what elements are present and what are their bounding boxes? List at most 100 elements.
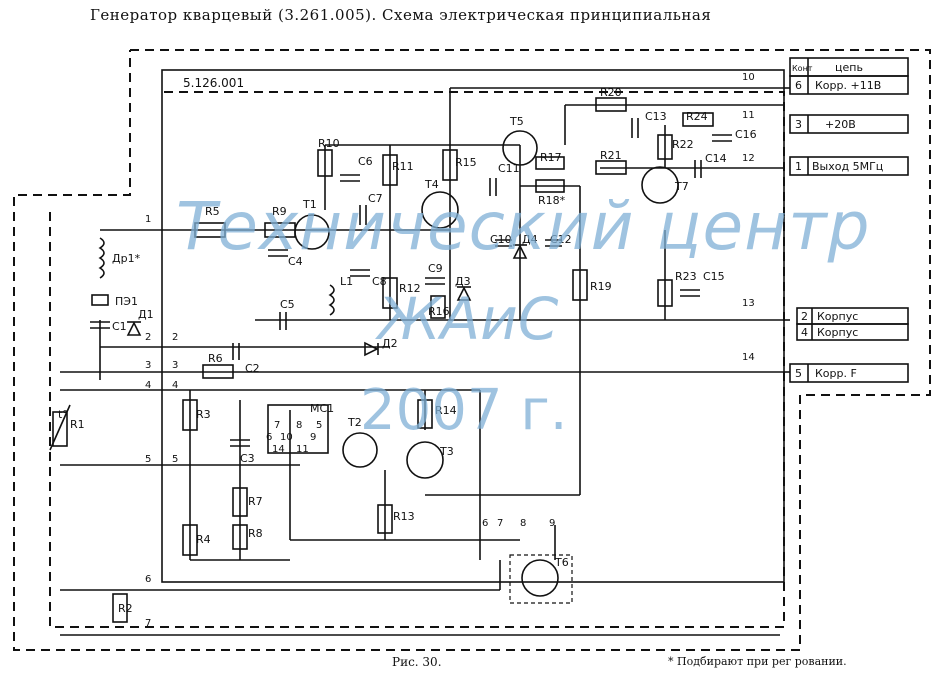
label-c8: C8: [372, 275, 387, 288]
figure-caption: Рис. 30.: [392, 655, 442, 669]
pin-number: 5: [172, 454, 178, 465]
pin-number: 3: [145, 360, 151, 371]
diagram-title: Генератор кварцевый (3.261.005). Схема э…: [90, 6, 712, 24]
pin-number: 6: [482, 518, 488, 529]
inductors: [91, 237, 335, 316]
label-r15: R15: [455, 156, 477, 169]
pin-number: 5: [145, 454, 151, 465]
label-r3: R3: [196, 408, 211, 421]
pin-number: 4: [172, 380, 178, 391]
label-c3: C3: [240, 452, 255, 465]
thermistor-mark: [49, 404, 71, 451]
pin-number: 10: [280, 432, 293, 443]
pin-number: 14: [742, 352, 755, 363]
label-t6: T6: [554, 556, 569, 569]
pin-number: 7: [274, 420, 280, 431]
pin-number: 11: [742, 110, 755, 121]
table-contact-2: 1: [795, 160, 802, 173]
pin-number: 6: [266, 432, 272, 443]
label-r19: R19: [590, 280, 612, 293]
board-frame: [161, 69, 785, 583]
pin-number: 3: [172, 360, 178, 371]
label-dr1: Др1*: [112, 252, 141, 265]
label-c1: C1: [112, 320, 127, 333]
label-c13: C13: [645, 110, 667, 123]
table-circuit-0: Корр. +11В: [815, 79, 881, 92]
table-contact-4: 4: [801, 326, 808, 339]
label-r20: R20: [600, 86, 622, 99]
transistors: [294, 130, 679, 604]
wiring: [60, 87, 790, 636]
pin-number: 4: [145, 380, 151, 391]
label-r1: R1: [70, 418, 85, 431]
pin-number: 9: [549, 518, 555, 529]
label-d4: Д4: [522, 233, 538, 246]
label-c15: C15: [703, 270, 725, 283]
board-outline: [49, 91, 785, 628]
label-d1: Д1: [138, 308, 154, 321]
label-r2: R2: [118, 602, 133, 615]
label-t7: T7: [674, 180, 689, 193]
label-r14: R14: [435, 404, 457, 417]
label-pe1: ПЭ1: [115, 295, 138, 308]
pin-number: 6: [145, 574, 151, 585]
label-t1: T1: [302, 198, 317, 211]
label-c16: C16: [735, 128, 757, 141]
pin-number: 13: [742, 298, 755, 309]
pin-number: 7: [497, 518, 503, 529]
table-header-circuit: цепь: [835, 61, 863, 74]
label-c4: C4: [288, 255, 303, 268]
label-mc1: МС1: [310, 402, 334, 415]
table-circuit-1: +20В: [825, 118, 856, 131]
pin-number: 8: [296, 420, 302, 431]
pin-number: 2: [145, 332, 151, 343]
label-r21: R21: [600, 149, 622, 162]
watermark-line-3: 2007 г.: [360, 378, 568, 443]
label-r17: R17: [540, 151, 562, 164]
label-t3: T3: [439, 445, 454, 458]
pin-number: 10: [742, 72, 755, 83]
table-contact-3: 2: [801, 310, 808, 323]
label-c12: C12: [550, 233, 572, 246]
label-r8: R8: [248, 527, 263, 540]
label-r12: R12: [399, 282, 421, 295]
label-c2: C2: [245, 362, 260, 375]
table-circuit-2: Выход 5МГц: [812, 160, 883, 173]
label-c7: C7: [368, 192, 383, 205]
pin-number: 9: [310, 432, 316, 443]
label-r4: R4: [196, 533, 211, 546]
table-circuit-3: Корпус: [817, 310, 858, 323]
table-contact-5: 5: [795, 367, 802, 380]
table-contact-0: 6: [795, 79, 802, 92]
capacitors: [90, 118, 732, 447]
label-l1: L1: [340, 275, 353, 288]
label-r23: R23: [675, 270, 697, 283]
pin-number: 12: [742, 153, 755, 164]
label-d3: Д3: [455, 275, 471, 288]
ic-mc1: [267, 404, 329, 454]
label-r13: R13: [393, 510, 415, 523]
component-labels: R5 R9 T1 R10 C6 R11 C7 C4 L1 C8 R12 C5 Д…: [58, 86, 757, 615]
label-r24: R24: [686, 110, 708, 123]
table-circuit-4: Корпус: [817, 326, 858, 339]
label-r22: R22: [672, 138, 694, 151]
pin-number: 5: [316, 420, 322, 431]
watermark-line-1: Технический центр: [176, 188, 871, 265]
document-number: 5.126.001: [183, 76, 245, 90]
footnote: * Подбирают при рег ровании.: [668, 655, 847, 668]
label-d2: Д2: [382, 337, 398, 350]
table-header-contact: Конт: [792, 64, 813, 73]
connector-table: [789, 57, 909, 383]
diodes: [126, 244, 528, 357]
watermark-line-2: ЖАиС: [378, 285, 559, 353]
pin-number: 14: [272, 444, 285, 455]
pin-number: 1: [145, 214, 151, 225]
label-t2: T2: [347, 416, 362, 429]
label-r6: R6: [208, 352, 223, 365]
label-c6: C6: [358, 155, 373, 168]
resistors: [52, 97, 714, 623]
label-c14: C14: [705, 152, 727, 165]
table-contact-1: 3: [795, 118, 802, 131]
label-t5: T5: [509, 115, 524, 128]
